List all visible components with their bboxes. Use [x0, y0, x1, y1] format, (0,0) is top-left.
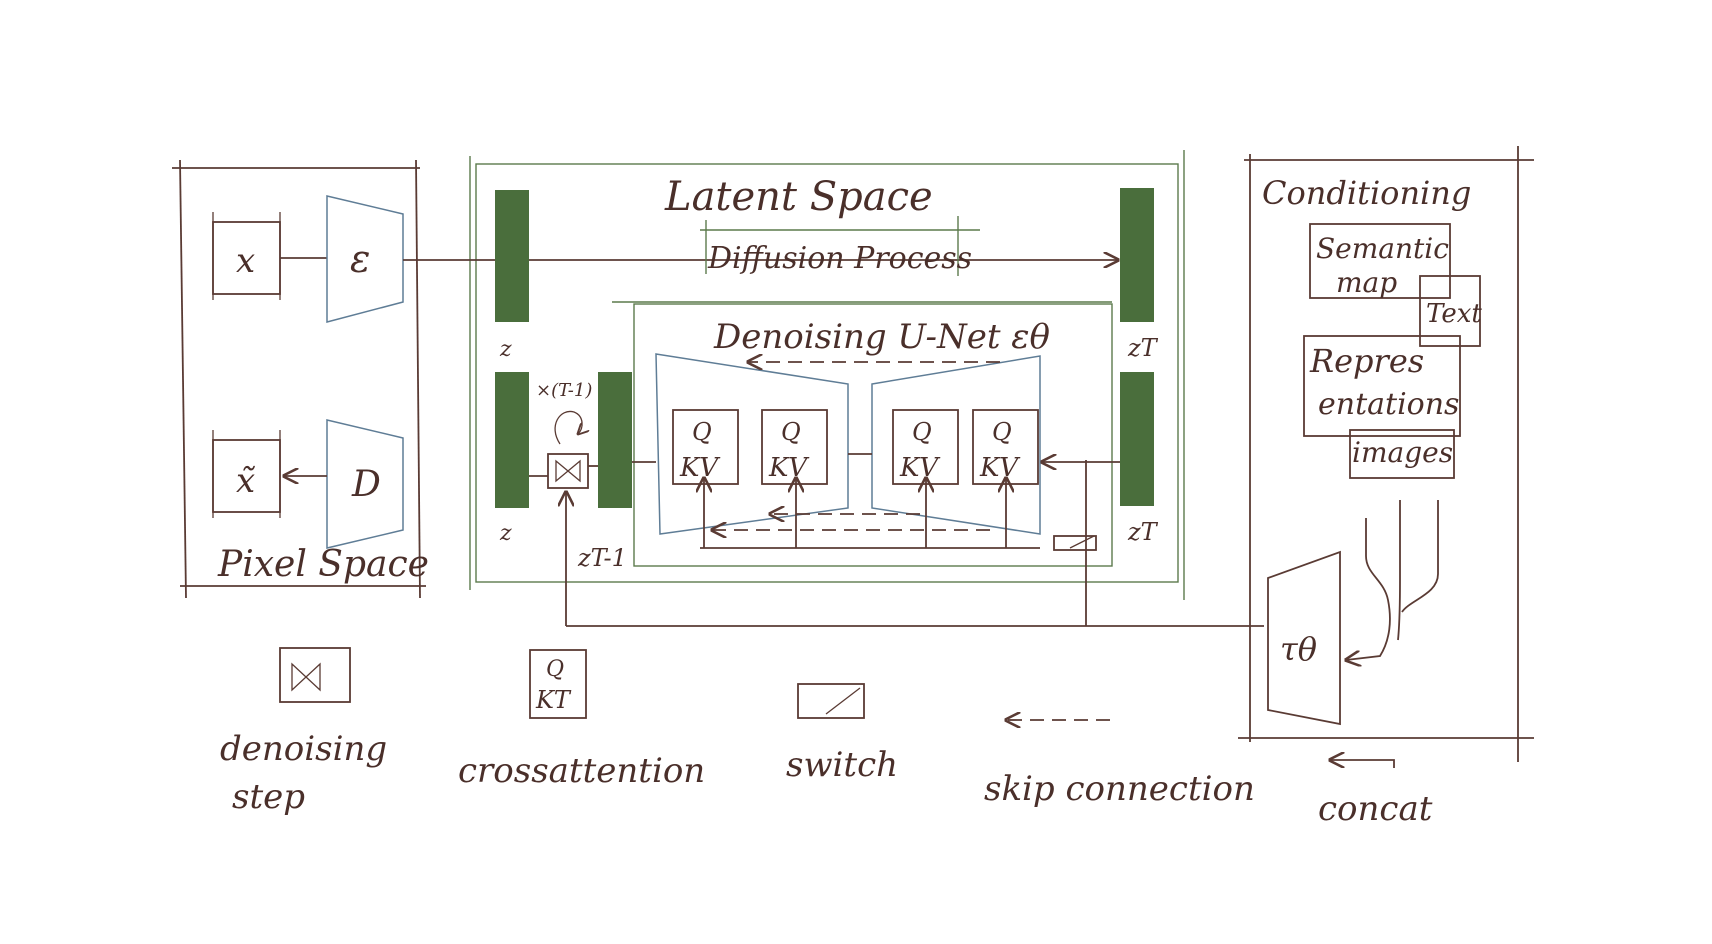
qkv-q-label: Q [781, 418, 801, 446]
tau-label: τθ [1280, 630, 1317, 668]
representations-line2: entations [1318, 387, 1459, 422]
legend-crossattention-label: crossattention [458, 751, 705, 791]
legend-crossattention-q: Q [546, 657, 564, 682]
diffusion-process-box: Diffusion Process [700, 216, 980, 276]
latent-bar-zT-bottom [1120, 372, 1154, 506]
representations-line1: Repres [1309, 342, 1424, 380]
unet-panel: Denoising U-Net εθ [612, 301, 1113, 567]
output-x-tilde-label: x̃ [236, 461, 256, 501]
z-top-label: z [499, 337, 512, 362]
unet-label: Denoising U-Net εθ [713, 317, 1050, 357]
qkv-q-label: Q [912, 418, 932, 446]
qkv-block-3: Q KV [892, 409, 959, 485]
unet-encoder-trapezoid [655, 353, 849, 535]
legend-skip-connection-label: skip connection [984, 769, 1255, 809]
latent-bar-zT-minus-1 [598, 372, 632, 508]
legend-denoising-step: denoising step [220, 647, 387, 817]
legend-concat-label: concat [1318, 789, 1433, 829]
images-box: images [1349, 429, 1455, 479]
decoder-label: D [351, 464, 381, 505]
qkv-kv-label: KV [899, 453, 940, 483]
qkv-kv-label: KV [979, 453, 1020, 483]
semantic-map-line1: Semantic [1316, 232, 1449, 265]
legend-concat: concat [1318, 760, 1433, 829]
qkv-kv-label: KV [768, 453, 809, 483]
legend-skip-connection: skip connection [984, 720, 1255, 809]
legend-crossattention: Q KT crossattention [458, 649, 705, 791]
repeat-label: ×(T-1) [536, 380, 592, 401]
zT-top-label: zT [1127, 334, 1159, 362]
images-label: images [1352, 436, 1453, 469]
legend-crossattention-kt: KT [535, 686, 572, 714]
pixel-space-label: Pixel Space [217, 544, 429, 585]
qkv-q-label: Q [992, 418, 1012, 446]
latent-bar-z-top [495, 190, 529, 322]
latent-bar-zT-top [1120, 188, 1154, 322]
input-x-box: x [212, 212, 281, 300]
qkv-q-label: Q [692, 418, 712, 446]
encoder-block: ε [326, 195, 404, 323]
denoising-step-block: ×(T-1) [536, 380, 592, 489]
legend-switch-label: switch [786, 745, 898, 785]
zT-minus-1-label: zT-1 [577, 544, 627, 572]
tau-encoder-block: τθ [1267, 550, 1341, 726]
encoder-label: ε [350, 237, 370, 281]
semantic-map-line2: map [1336, 266, 1397, 299]
latent-bar-z-bottom [495, 372, 529, 508]
text-label: Text [1426, 299, 1482, 329]
legend-switch: switch [786, 683, 898, 785]
switch-block [1053, 535, 1097, 551]
output-x-tilde-box: x̃ [212, 430, 281, 518]
latent-space-label: Latent Space [664, 174, 933, 220]
conditioning-panel: Conditioning [1238, 146, 1534, 762]
unet-decoder-trapezoid [871, 355, 1041, 535]
zT-bottom-label: zT [1127, 518, 1159, 546]
diffusion-process-label: Diffusion Process [707, 241, 972, 276]
qkv-block-2: Q KV [761, 409, 828, 485]
latent-space-panel: Latent Space [469, 150, 1185, 600]
z-bottom-label: z [499, 521, 512, 546]
legend-denoising-line2: step [232, 777, 305, 817]
input-x-label: x [236, 241, 255, 281]
representations-box: Repres entations [1303, 335, 1461, 437]
legend-denoising-line1: denoising [220, 729, 387, 769]
pixel-space-panel: Pixel Space [172, 159, 429, 599]
semantic-map-box: Semantic map [1309, 223, 1451, 299]
qkv-kv-label: KV [679, 453, 720, 483]
qkv-block-1: Q KV [672, 409, 739, 485]
text-box: Text [1419, 275, 1482, 347]
decoder-block: D [326, 419, 404, 549]
qkv-block-4: Q KV [972, 409, 1039, 485]
conditioning-label: Conditioning [1262, 174, 1471, 212]
